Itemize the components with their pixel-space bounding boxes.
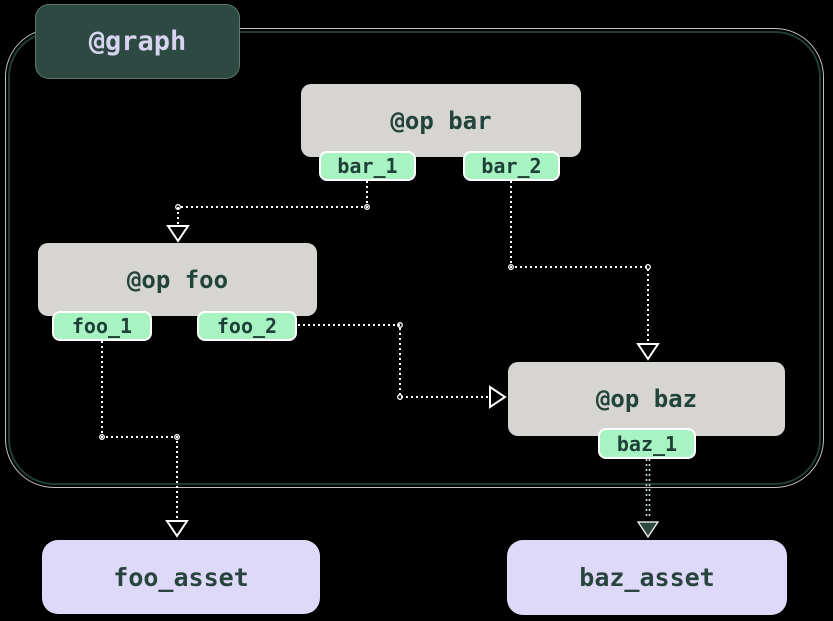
graph-label-box: @graph: [35, 4, 240, 79]
output-tag-foo-1: foo_1: [52, 311, 152, 341]
output-tag-bar-2: bar_2: [463, 151, 560, 181]
graph-label-text: @graph: [88, 26, 187, 57]
asset-label-baz-asset: baz_asset: [579, 563, 715, 592]
output-tag-foo-1-text: foo_1: [71, 314, 133, 338]
graph-boundary: [5, 28, 824, 488]
op-node-foo: @op foo: [38, 243, 317, 316]
output-tag-bar-1-text: bar_1: [337, 154, 398, 178]
asset-node-baz-asset: baz_asset: [507, 540, 787, 615]
output-tag-bar-2-text: bar_2: [481, 154, 542, 178]
output-tag-foo-2: foo_2: [197, 311, 297, 341]
op-label-baz: @op baz: [595, 385, 698, 413]
asset-label-foo-asset: foo_asset: [113, 562, 249, 592]
output-tag-baz-1: baz_1: [598, 428, 696, 459]
output-tag-baz-1-text: baz_1: [616, 431, 678, 456]
op-label-bar: @op bar: [390, 106, 492, 135]
asset-node-foo-asset: foo_asset: [42, 540, 320, 614]
op-node-baz: @op baz: [508, 362, 785, 436]
output-tag-foo-2-text: foo_2: [216, 314, 278, 338]
op-node-bar: @op bar: [301, 84, 581, 157]
op-label-foo: @op foo: [126, 265, 229, 294]
output-tag-bar-1: bar_1: [319, 151, 416, 181]
